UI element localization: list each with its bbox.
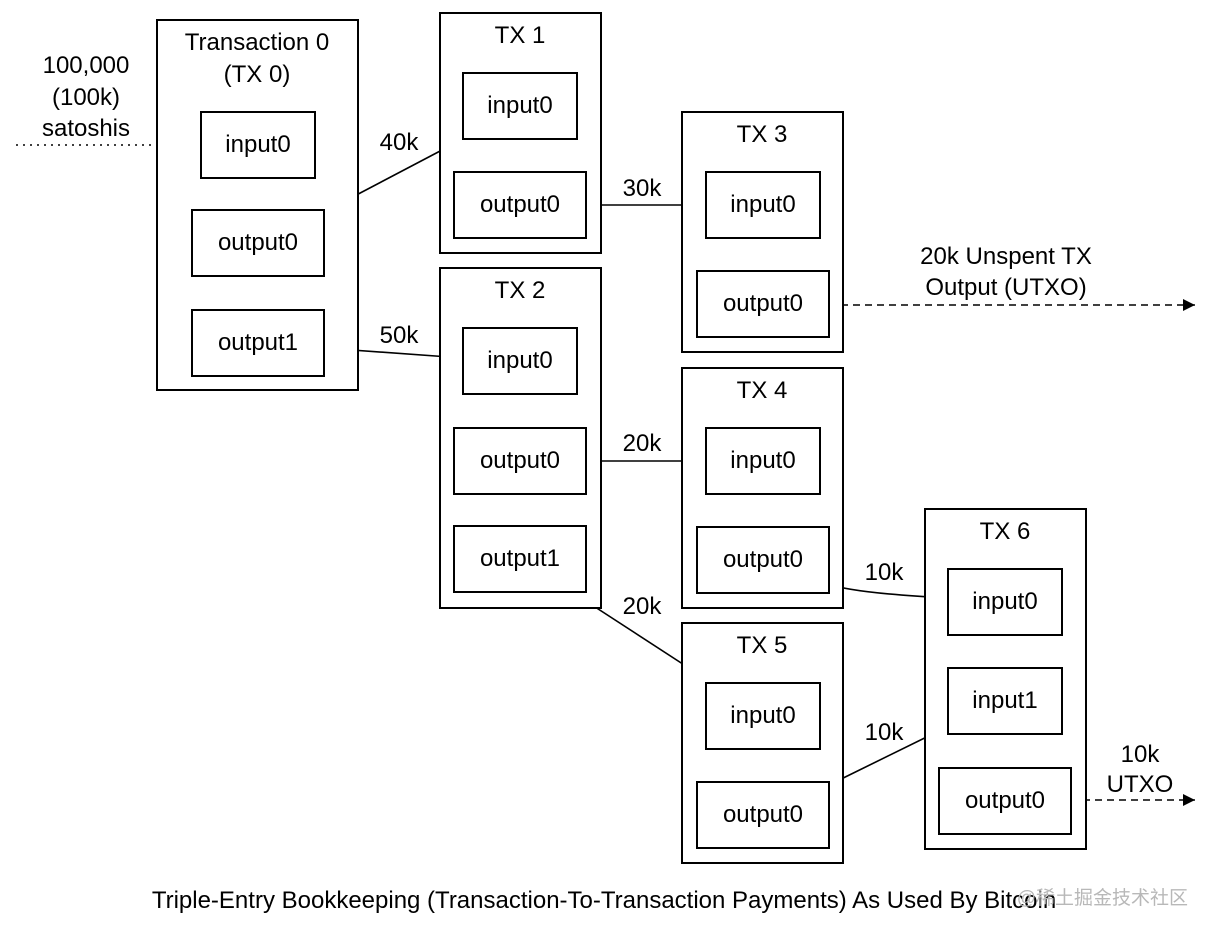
transaction-0-output0-label: output0 xyxy=(218,229,298,256)
transaction-2: TX 2 input0 output0 output1 xyxy=(439,267,602,609)
edge-label-20k-tx5: 20k xyxy=(623,593,663,620)
transaction-5-title: TX 5 xyxy=(737,632,788,659)
transaction-1-output0-label: output0 xyxy=(480,191,560,218)
transaction-3-title: TX 3 xyxy=(737,121,788,148)
source-note-line-3: satoshis xyxy=(42,115,130,142)
transaction-6-output0-label: output0 xyxy=(965,787,1045,814)
transaction-2-output0-label: output0 xyxy=(480,447,560,474)
transaction-6: TX 6 input0 input1 output0 xyxy=(924,508,1087,850)
transaction-0-input0-box xyxy=(200,111,316,179)
source-note: 100,000 (100k) satoshis xyxy=(42,52,130,142)
edge-label-50k: 50k xyxy=(380,322,420,349)
transaction-5-output0-box xyxy=(696,781,830,849)
transaction-4-title: TX 4 xyxy=(737,377,788,404)
transaction-3-output0-box xyxy=(696,270,830,338)
transaction-3: TX 3 input0 output0 xyxy=(681,111,844,353)
edge-label-40k: 40k xyxy=(380,129,420,156)
utxo-label-10k-line-1: 10k xyxy=(1121,741,1161,768)
transaction-5-output0-label: output0 xyxy=(723,801,803,828)
transaction-1-title: TX 1 xyxy=(495,22,546,49)
transaction-0: Transaction 0 (TX 0) input0 output0 outp… xyxy=(156,19,359,391)
transaction-4-output0-label: output0 xyxy=(723,546,803,573)
edge-labels: 40k 50k 30k 20k 20k 10k 10k 20k Unspent … xyxy=(380,129,1174,798)
utxo-label-20k-line-1: 20k Unspent TX xyxy=(920,243,1092,270)
edge-label-20k-tx4: 20k xyxy=(623,430,663,457)
edge-label-30k: 30k xyxy=(623,175,663,202)
transaction-0-title-line-2: (TX 0) xyxy=(224,61,291,88)
utxo-label-10k-line-2: UTXO xyxy=(1107,771,1174,798)
edge-label-10k-tx6-input1: 10k xyxy=(865,719,905,746)
transaction-5-input0-label: input0 xyxy=(730,702,795,729)
transaction-2-title: TX 2 xyxy=(495,277,546,304)
transaction-6-input1-box xyxy=(947,667,1063,735)
transaction-6-output0-box xyxy=(938,767,1072,835)
transaction-1-input0-label: input0 xyxy=(487,92,552,119)
utxo-label-20k-line-2: Output (UTXO) xyxy=(925,274,1086,301)
transaction-0-output0-box xyxy=(191,209,325,277)
transaction-1-input0-box xyxy=(462,72,578,140)
transaction-1: TX 1 input0 output0 xyxy=(439,12,602,254)
transaction-0-input0-label: input0 xyxy=(225,131,290,158)
transaction-4-output0-box xyxy=(696,526,830,594)
transaction-4-input0-box xyxy=(705,427,821,495)
transaction-4: TX 4 input0 output0 xyxy=(681,367,844,609)
transaction-6-title: TX 6 xyxy=(980,518,1031,545)
source-note-line-2: (100k) xyxy=(52,84,120,111)
transaction-5-input0-box xyxy=(705,682,821,750)
transaction-5: TX 5 input0 output0 xyxy=(681,622,844,864)
transaction-3-output0-label: output0 xyxy=(723,290,803,317)
transaction-3-input0-box xyxy=(705,171,821,239)
transaction-3-input0-label: input0 xyxy=(730,191,795,218)
transaction-2-output1-box xyxy=(453,525,587,593)
transaction-6-input0-label: input0 xyxy=(972,588,1037,615)
transaction-2-input0-box xyxy=(462,327,578,395)
transaction-0-title-line-1: Transaction 0 xyxy=(185,29,330,56)
transaction-6-input1-label: input1 xyxy=(972,687,1037,714)
transaction-6-input0-box xyxy=(947,568,1063,636)
watermark: @稀土掘金技术社区 xyxy=(1017,887,1188,909)
diagram-caption: Triple-Entry Bookkeeping (Transaction-To… xyxy=(152,887,1056,914)
transaction-4-input0-label: input0 xyxy=(730,447,795,474)
transaction-1-output0-box xyxy=(453,171,587,239)
transaction-0-output1-box xyxy=(191,309,325,377)
edge-label-10k-tx6-input0: 10k xyxy=(865,559,905,586)
source-note-line-1: 100,000 xyxy=(43,52,130,79)
transaction-2-input0-label: input0 xyxy=(487,347,552,374)
transaction-2-output0-box xyxy=(453,427,587,495)
transaction-0-output1-label: output1 xyxy=(218,329,298,356)
transaction-2-output1-label: output1 xyxy=(480,545,560,572)
